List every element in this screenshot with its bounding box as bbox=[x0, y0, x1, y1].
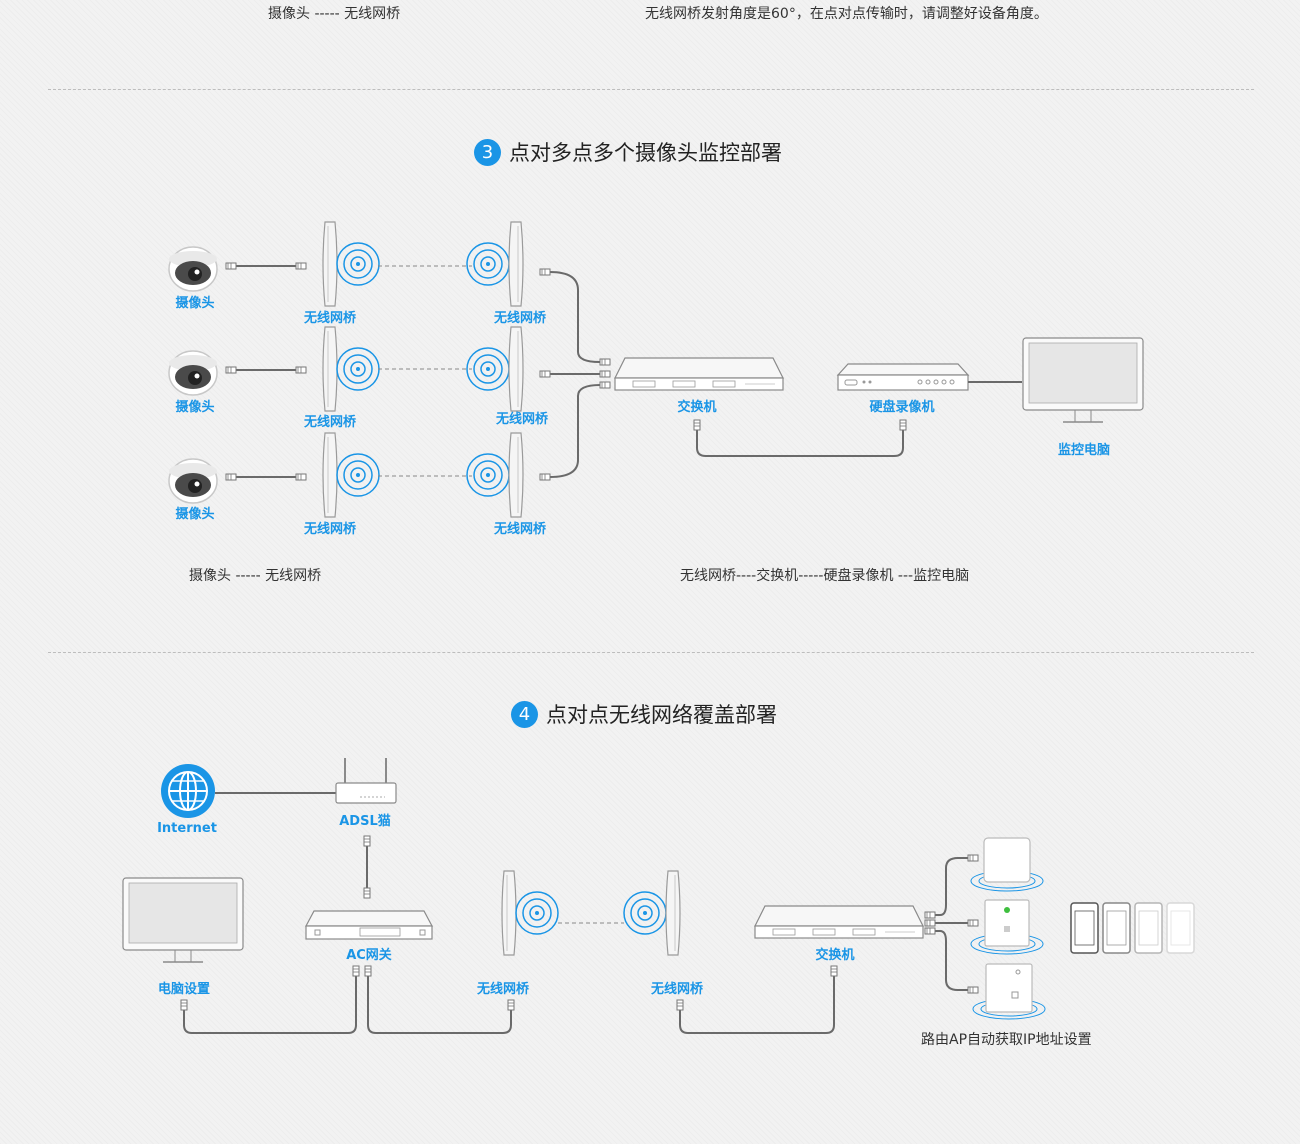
ac-label: AC网关 bbox=[346, 948, 392, 963]
section4-title-text: 点对点无线网络覆盖部署 bbox=[546, 703, 777, 727]
camera-cables bbox=[236, 265, 296, 478]
adsl-label: ADSL猫 bbox=[339, 814, 391, 829]
divider-1 bbox=[48, 89, 1254, 90]
monitor-label: 监控电脑 bbox=[1057, 443, 1111, 458]
camera-label-3: 摄像头 bbox=[175, 507, 215, 522]
top-note-right: 无线网桥发射角度是60°，在点对点传输时，请调整好设备角度。 bbox=[645, 6, 1048, 22]
switch-nvr-cable bbox=[696, 430, 904, 457]
section3-title-text: 点对多点多个摄像头监控部署 bbox=[509, 141, 782, 165]
switch-label-s3: 交换机 bbox=[677, 400, 717, 415]
bridge-label-r2: 无线网桥 bbox=[495, 412, 549, 427]
phones bbox=[1070, 902, 1195, 954]
section3-note-left: 摄像头 ----- 无线网桥 bbox=[189, 568, 322, 584]
top-note-left: 摄像头 ----- 无线网桥 bbox=[268, 6, 401, 22]
section3-number: 3 bbox=[474, 138, 501, 166]
switch-ap-cables bbox=[935, 857, 968, 991]
bridge-right-3 bbox=[466, 432, 524, 518]
section4-number: 4 bbox=[511, 700, 538, 728]
section4-title: 4 点对点无线网络覆盖部署 bbox=[511, 699, 777, 729]
switch-section3 bbox=[614, 357, 784, 391]
ap-wall-2 bbox=[972, 963, 1046, 1020]
bridge-left-2 bbox=[322, 326, 380, 412]
nvr-device bbox=[836, 363, 970, 391]
bridge-label-l2: 无线网桥 bbox=[303, 415, 357, 430]
switch-label-s4: 交换机 bbox=[815, 948, 855, 963]
bridge-switch-cables bbox=[549, 271, 601, 478]
ap-wall-1 bbox=[970, 899, 1044, 955]
pc-monitor bbox=[122, 877, 244, 963]
bridge-left-1 bbox=[322, 221, 380, 307]
bridge-label-r3: 无线网桥 bbox=[493, 522, 547, 537]
nvr-label: 硬盘录像机 bbox=[869, 400, 935, 415]
adsl-modem-device bbox=[335, 758, 397, 804]
section4-cables bbox=[183, 975, 835, 1034]
pc-label: 电脑设置 bbox=[157, 982, 211, 997]
ac-gateway-device bbox=[305, 910, 433, 940]
camera-2 bbox=[168, 350, 218, 396]
divider-2 bbox=[48, 652, 1254, 653]
camera-1 bbox=[168, 246, 218, 292]
camera-3 bbox=[168, 458, 218, 504]
bridge-right-2 bbox=[466, 326, 524, 412]
internet-globe-icon bbox=[161, 764, 215, 818]
monitor-section3 bbox=[1022, 337, 1144, 423]
camera-label-1: 摄像头 bbox=[175, 296, 215, 311]
section3-note-right: 无线网桥----交换机-----硬盘录像机 ---监控电脑 bbox=[680, 568, 970, 584]
internet-label: Internet bbox=[157, 821, 217, 836]
section3-title: 3 点对多点多个摄像头监控部署 bbox=[474, 137, 782, 167]
bridge-label-l3: 无线网桥 bbox=[303, 522, 357, 537]
ap-note: 路由AP自动获取IP地址设置 bbox=[921, 1032, 1092, 1048]
bridge-label-s4-left: 无线网桥 bbox=[476, 982, 530, 997]
bridge-label-r1: 无线网桥 bbox=[493, 311, 547, 326]
switch-section4 bbox=[754, 905, 924, 939]
bridge-right-1 bbox=[466, 221, 524, 307]
camera-label-2: 摄像头 bbox=[175, 400, 215, 415]
wireless-links bbox=[378, 265, 472, 477]
bridge-s4-left bbox=[501, 870, 559, 956]
bridge-left-3 bbox=[322, 432, 380, 518]
bridge-s4-right bbox=[623, 870, 681, 956]
bridge-label-s4-right: 无线网桥 bbox=[650, 982, 704, 997]
bridge-label-l1: 无线网桥 bbox=[303, 311, 357, 326]
ap-ceiling bbox=[970, 837, 1044, 892]
